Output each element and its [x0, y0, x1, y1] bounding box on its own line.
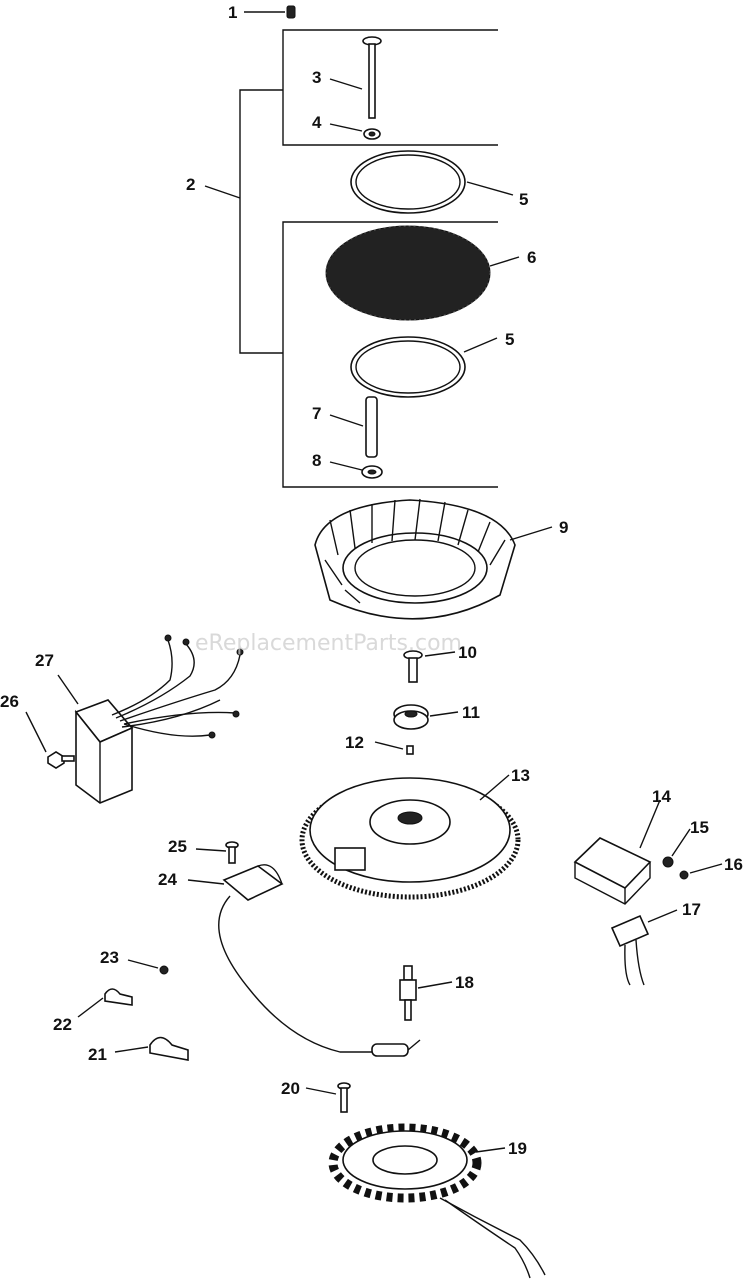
- callout-4: 4: [312, 113, 322, 132]
- part-1-set-screw: [286, 5, 296, 19]
- callout-7: 7: [312, 404, 321, 423]
- part-22-clamp: [104, 988, 133, 1006]
- part-12-key: [406, 745, 414, 755]
- callout-21: 21: [88, 1045, 107, 1064]
- part-8-washer: [361, 465, 383, 479]
- part-3-bolt: [362, 36, 382, 119]
- callout-13: 13: [511, 766, 530, 785]
- part-4-washer: [363, 128, 381, 140]
- part-10-bolt: [403, 650, 423, 683]
- callout-23: 23: [100, 948, 119, 967]
- watermark: eReplacementParts.com: [195, 631, 462, 656]
- kit-box-upper: [282, 29, 498, 146]
- callout-19: 19: [508, 1139, 527, 1158]
- part-9-fan: [314, 498, 516, 620]
- part-20-bolt: [337, 1082, 351, 1113]
- kit-brackets: [239, 29, 498, 488]
- callout-1: 1: [228, 3, 237, 22]
- callout-17: 17: [682, 900, 701, 919]
- callout-2: 2: [186, 175, 195, 194]
- part-24-ignition-module: [218, 864, 421, 1057]
- part-18-spark-plug: [399, 965, 417, 1021]
- part-17-connector: [610, 914, 650, 986]
- callout-8: 8: [312, 451, 321, 470]
- part-7-spacer: [365, 396, 378, 458]
- part-6-screen: [325, 225, 491, 321]
- callout-24: 24: [158, 870, 177, 889]
- callout-9: 9: [559, 518, 568, 537]
- callout-3: 3: [312, 68, 321, 87]
- part-5-ring-lower: [350, 336, 466, 398]
- callout-6: 6: [527, 248, 536, 267]
- part-21-clamp: [149, 1036, 189, 1061]
- part-26-screw: [47, 751, 75, 769]
- callout-5-lower: 5: [505, 330, 514, 349]
- callout-22: 22: [53, 1015, 72, 1034]
- callout-20: 20: [281, 1079, 300, 1098]
- callout-12: 12: [345, 733, 364, 752]
- kit-group-bracket: [239, 89, 283, 354]
- part-19-stator: [328, 1123, 546, 1279]
- kit-box-lower: [282, 221, 498, 488]
- callout-16: 16: [724, 855, 743, 874]
- part-15-nut: [662, 856, 674, 868]
- part-13-flywheel: [299, 777, 521, 900]
- callout-27: 27: [35, 651, 54, 670]
- callout-25: 25: [168, 837, 187, 856]
- part-5-ring-upper: [350, 150, 466, 214]
- part-11-spacer: [393, 704, 429, 730]
- callout-15: 15: [690, 818, 709, 837]
- callout-labels: 1 2 3 4 5 5 6 7 8 9 10 11 12 13 14 15 16…: [0, 3, 743, 1158]
- callout-10: 10: [458, 643, 477, 662]
- part-16-screw: [679, 870, 689, 880]
- part-23-screw: [159, 965, 169, 975]
- callout-18: 18: [455, 973, 474, 992]
- callout-26: 26: [0, 692, 19, 711]
- part-14-rectifier: [573, 837, 652, 905]
- callout-5-upper: 5: [519, 190, 528, 209]
- leader-lines: [25, 11, 723, 1153]
- part-25-screw: [225, 841, 239, 864]
- callout-11: 11: [462, 703, 480, 722]
- part-27-control-module: [74, 634, 244, 804]
- callout-14: 14: [652, 787, 671, 806]
